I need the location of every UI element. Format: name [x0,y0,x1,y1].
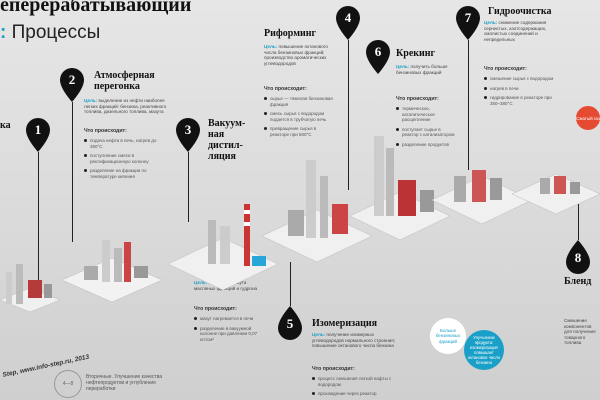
hydro-goal-label: Цель: [484,20,498,25]
plant-3-illustration [168,204,278,290]
vac-bullet: разделение в вакуумной колонне при давле… [194,326,264,343]
step-5-leader-line [290,262,291,306]
vac-title-line1: Вакуум- [208,118,246,129]
crack-bullet: термическое, каталитическое расщепление [396,106,456,123]
footer-text: Вторичные. Улучшение качества нефтепроду… [86,374,163,392]
step-4-leader-line [348,40,349,190]
page-title: еперерабатывающий [0,0,192,16]
crack-goal-text: получить больше бензиновых фракций [396,64,448,75]
hydro-goal-text: снижение содержания сернистых, азотсодер… [484,20,547,42]
vac-what-heading: Что происходит: [194,306,237,312]
atm-what-heading: Что происходит: [84,128,127,134]
ref-goal-text: повышение октанового числа бензиновых фр… [264,44,328,66]
isom-bullet: прохождение через реактор [312,391,392,397]
hydro-bullet: смешение сырья с водородом [484,76,554,82]
more-gasoline-bubble: Больше бензиновых фракций [430,318,466,354]
ref-bullet: превращение сырья в реакторе при 500°C [264,126,334,137]
hydro-goal: Цель: снижение содержания сернистых, азо… [484,20,558,42]
ref-bullets: сырье — тяжелая бензиновая фракция смесь… [264,96,334,141]
hydro-bullet: гидрирование в реакторе при 350–380°C [484,95,554,106]
step-6-marker: 6 [366,40,390,74]
ref-title: Риформинг [264,28,317,39]
crack-bullets: термическое, каталитическое расщепление … [396,106,456,151]
isom-goal-text: получение изомерных углеводородов нормал… [312,332,396,349]
ref-bullet: сырье — тяжелая бензиновая фракция [264,96,334,107]
atm-goal-label: Цель: [84,98,98,103]
plant-4-illustration [262,160,372,263]
isom-goal: Цель: получение изомерных углеводородов … [312,332,400,349]
left-section-title: ка [0,120,11,131]
isom-bullet: процесс смешения легкой нафты с водородо… [312,376,392,387]
atm-bullet: разделение на фракции по температуре кип… [84,168,164,179]
vac-title-line4: ляция [208,151,236,162]
page-subtitle: : Процессы [0,22,100,44]
compressed-gas-badge: Сжатый газ [576,106,600,130]
plant-2-illustration [62,240,162,303]
vac-title-line2: ная [208,129,225,140]
atm-bullets: подача нефти в печь, нагрев до 350°C пос… [84,138,164,183]
step-3-marker: 3 [176,118,200,152]
isom-bullets: процесс смешения легкой нафты с водородо… [312,376,392,400]
atm-goal-text: выделение из нефти наиболее легких фракц… [84,98,167,115]
atm-bullet: поступление смеси в ректификационную кол… [84,153,164,164]
step-2-marker: 2 [60,68,84,102]
step-1-number: 1 [34,122,42,137]
subtitle-prefix: : [0,22,7,43]
vac-bullet: мазут нагревается в печи [194,316,264,322]
atm-title: Атмосферная перегонка [94,70,155,92]
vac-goal-label: Цель: [194,280,208,285]
step-4-marker: 4 [336,6,360,40]
step-8-number: 8 [574,250,582,265]
crack-goal: Цель: получить больше бензиновых фракций [396,64,456,75]
vac-title-line3: дистил- [208,140,243,151]
hydro-title: Гидроочистка [488,6,552,17]
step-8-leader-line [578,200,579,240]
crack-bullet: поступает сырье в реактор с катализаторо… [396,127,456,138]
subtitle-text: Процессы [11,22,101,43]
crack-what-heading: Что происходит: [396,96,439,102]
isom-goal-label: Цель: [312,332,326,337]
footer-badge: 4—8 [54,370,82,398]
plant-6-illustration [432,170,532,225]
blend-title: Бленд [564,276,592,287]
ref-what-heading: Что происходит: [264,86,307,92]
atm-bullet: подача нефти в печь, нагрев до 350°C [84,138,164,149]
step-5-number: 5 [286,316,294,331]
isomerization-benefit-bubble: Улучшение продукта: изомеризация повышае… [464,330,504,370]
isom-title: Изомеризация [312,318,378,329]
ref-goal: Цель: повышение октанового числа бензино… [264,44,336,66]
crack-goal-label: Цель: [396,64,410,69]
step-1-leader-line [38,152,39,292]
step-3-number: 3 [184,122,192,137]
step-1-marker: 1 [26,118,50,152]
step-2-number: 2 [68,72,76,87]
step-7-marker: 7 [456,6,480,40]
atm-title-line1: Атмосферная [94,70,155,81]
step-6-number: 6 [374,44,382,59]
step-7-number: 7 [464,10,472,25]
atm-title-line2: перегонка [94,81,140,92]
hydro-bullets: смешение сырья с водородом нагрев в печи… [484,76,554,110]
step-2-leader-line [72,102,73,242]
plant-7-illustration [512,173,600,215]
vac-title: Вакуум- ная дистил- ляция [208,118,245,162]
crack-title: Крекинг [396,48,436,59]
ref-bullet: смесь сырья с водородом подается в трубч… [264,111,334,122]
step-7-leader-line [468,40,469,170]
hydro-bullet: нагрев в печи [484,86,554,92]
plant-1-illustration [0,264,60,313]
ref-goal-label: Цель: [264,44,278,49]
blend-desc: Смешение компонентов для получения товар… [564,318,596,346]
hydro-what-heading: Что происходит: [484,66,527,72]
crack-bullet: разделение продуктов [396,142,456,148]
step-4-number: 4 [344,10,352,25]
plant-5-illustration [350,136,450,241]
isom-what-heading: Что происходит: [312,366,355,372]
vac-bullets: мазут нагревается в печи разделение в ва… [194,316,264,346]
atm-goal: Цель: выделение из нефти наиболее легких… [84,98,176,115]
step-8-marker [566,240,590,274]
step-5-marker [278,306,302,340]
step-3-leader-line [188,152,189,222]
